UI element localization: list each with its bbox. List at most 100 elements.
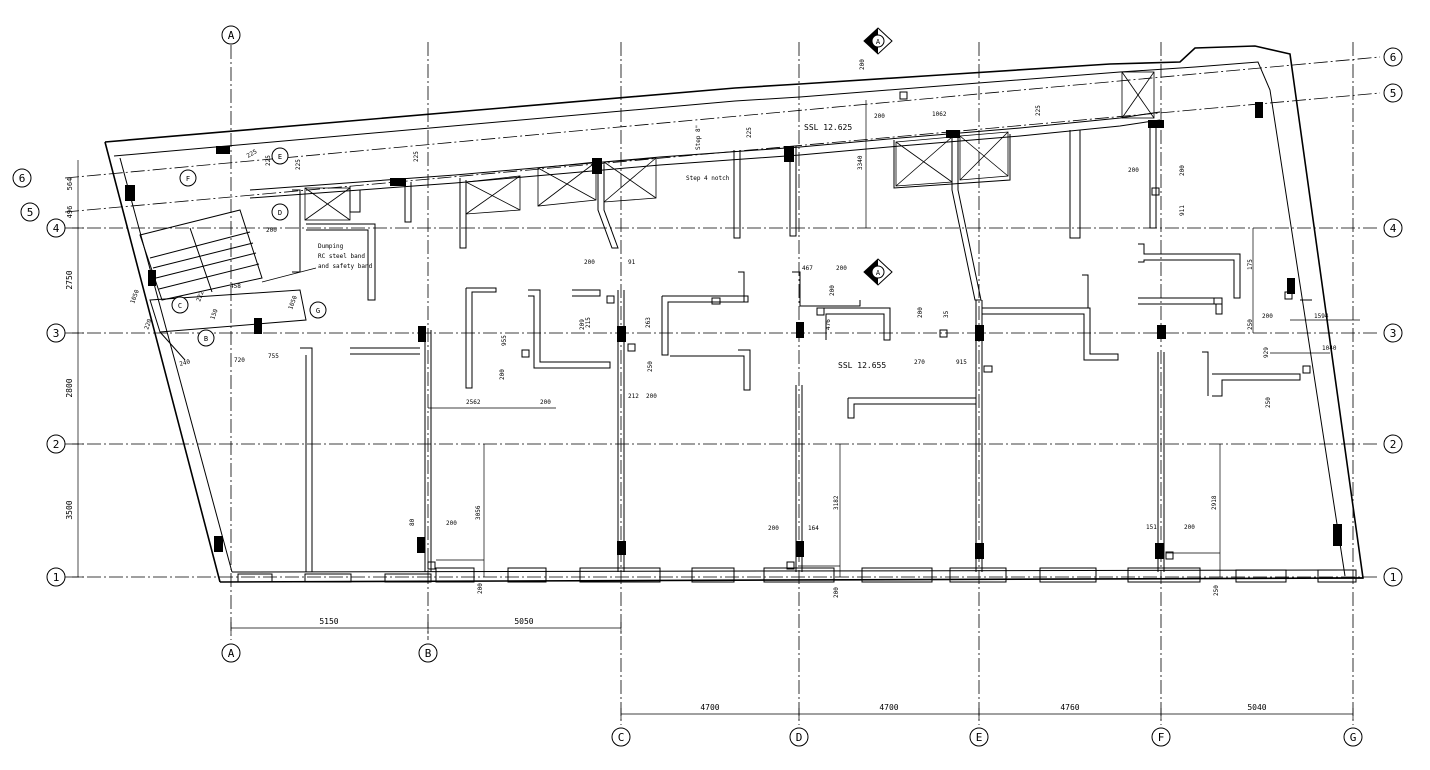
small-dim: 80 [409, 518, 416, 526]
grid-label-a: A [228, 647, 235, 660]
column [1287, 278, 1295, 294]
small-dim: 915 [956, 359, 967, 366]
section-mark-top-label: A [876, 38, 881, 46]
small-dim: 1050 [129, 288, 141, 304]
shaft-boxes [304, 71, 1155, 221]
note-top-2: Step 4 notch [686, 175, 730, 182]
small-dim: 225 [746, 127, 753, 138]
column [796, 541, 804, 557]
dim-ab: 5150 [319, 617, 338, 626]
dim-cd: 4700 [700, 703, 719, 712]
column [1157, 325, 1166, 339]
grid-label-4-right: 4 [1390, 222, 1397, 235]
small-dim: 1594 [1314, 313, 1329, 320]
dim-ef: 4760 [1060, 703, 1079, 712]
small-dim: 270 [914, 359, 925, 366]
grid-label-2-left: 2 [53, 438, 60, 451]
small-dim: 476 [825, 319, 832, 330]
dimension-lines [72, 100, 1360, 720]
column [1155, 543, 1164, 559]
section-mark-stair-1-label: F [186, 175, 190, 183]
grid-bubble-6-left: 6 [12, 168, 32, 188]
column [946, 130, 960, 138]
small-dim: 225 [413, 151, 420, 162]
grid-label-6-left: 6 [19, 172, 26, 185]
small-dim: 212 [628, 393, 639, 400]
small-dim: 200 [917, 307, 924, 318]
column [125, 185, 135, 201]
small-dim: 200 [1179, 165, 1186, 176]
section-mark-stair-6: B [197, 329, 215, 347]
shaft-7 [1121, 71, 1155, 119]
grid-line-6 [64, 56, 1381, 179]
grid-label-1-right: 1 [1390, 571, 1397, 584]
small-dim: 222 [195, 290, 205, 303]
grid-bubble-4-right: 4 [1383, 218, 1403, 238]
grid-label-1-left: 1 [53, 571, 60, 584]
column [417, 537, 425, 553]
shaft-4 [603, 157, 657, 203]
service-boxes [427, 91, 1311, 570]
small-dim: 200 [266, 227, 277, 234]
section-mark-stair-3: D [271, 203, 289, 221]
small-dim: 929 [1263, 347, 1270, 358]
shaft-1 [304, 187, 351, 221]
small-dim: 220 [143, 318, 153, 331]
small-dim: 3182 [833, 495, 840, 510]
shaft-6 [959, 131, 1009, 181]
grid-bubble-1-right: 1 [1383, 567, 1403, 587]
grid-label-a-top: A [228, 29, 235, 42]
stair-note-line-1: Dumping [318, 243, 344, 250]
small-dim: 200 [477, 583, 484, 594]
grid-label-3-left: 3 [53, 327, 60, 340]
small-dim: 150 [209, 308, 219, 321]
grid-label-g: G [1350, 731, 1357, 744]
section-mark-stair-5-label: G [316, 307, 320, 315]
small-dim: 225 [295, 159, 302, 170]
grid-bubble-b: B [418, 643, 438, 663]
section-mark-stair-1: F [179, 169, 197, 187]
small-dim: 151 [1146, 524, 1157, 531]
staircase [139, 209, 307, 361]
shaft-5 [895, 136, 953, 187]
grid-label-e: E [976, 731, 983, 744]
small-dim: 200 [446, 520, 457, 527]
small-dim: 175 [1247, 259, 1254, 270]
section-mark-stair-4: C [171, 296, 189, 314]
grid-label-f: F [1158, 731, 1165, 744]
grid-label-5-right: 5 [1390, 87, 1397, 100]
dim-bc: 5050 [514, 617, 533, 626]
section-mark-middle-label: A [876, 269, 881, 277]
column [796, 322, 804, 338]
small-dim: 215 [585, 317, 592, 328]
shaft-2 [465, 175, 521, 215]
small-dim: 911 [1179, 205, 1186, 216]
grid-label-c: C [618, 731, 625, 744]
small-dim: 2562 [466, 399, 481, 406]
small-dim: 164 [808, 525, 819, 532]
dim-65: 564 [66, 178, 74, 191]
small-dim: 200 [540, 399, 551, 406]
grid-bubble-3-right: 3 [1383, 323, 1403, 343]
horizontal-grid-lines [64, 56, 1381, 578]
stair-note-line-3: and safety band [318, 263, 373, 270]
column [254, 318, 262, 334]
small-dim: 467 [802, 265, 813, 272]
shaft-3 [537, 161, 597, 207]
structural-columns [125, 102, 1342, 559]
dim-de: 4700 [879, 703, 898, 712]
small-dim: 955 [501, 335, 508, 346]
grid-bubble-d: D [789, 727, 809, 747]
small-dim: 263 [645, 317, 652, 328]
column [975, 543, 984, 559]
grid-bubble-5-right: 5 [1383, 83, 1403, 103]
small-dim: 2918 [1211, 495, 1218, 510]
building-outline [104, 45, 1364, 583]
column [617, 326, 626, 342]
grid-bubble-6-right: 6 [1383, 47, 1403, 67]
small-dim: 35 [943, 310, 950, 318]
column [214, 536, 223, 552]
small-dim: 200 [646, 393, 657, 400]
section-mark-stair-2: E [271, 147, 289, 165]
column [148, 270, 156, 286]
